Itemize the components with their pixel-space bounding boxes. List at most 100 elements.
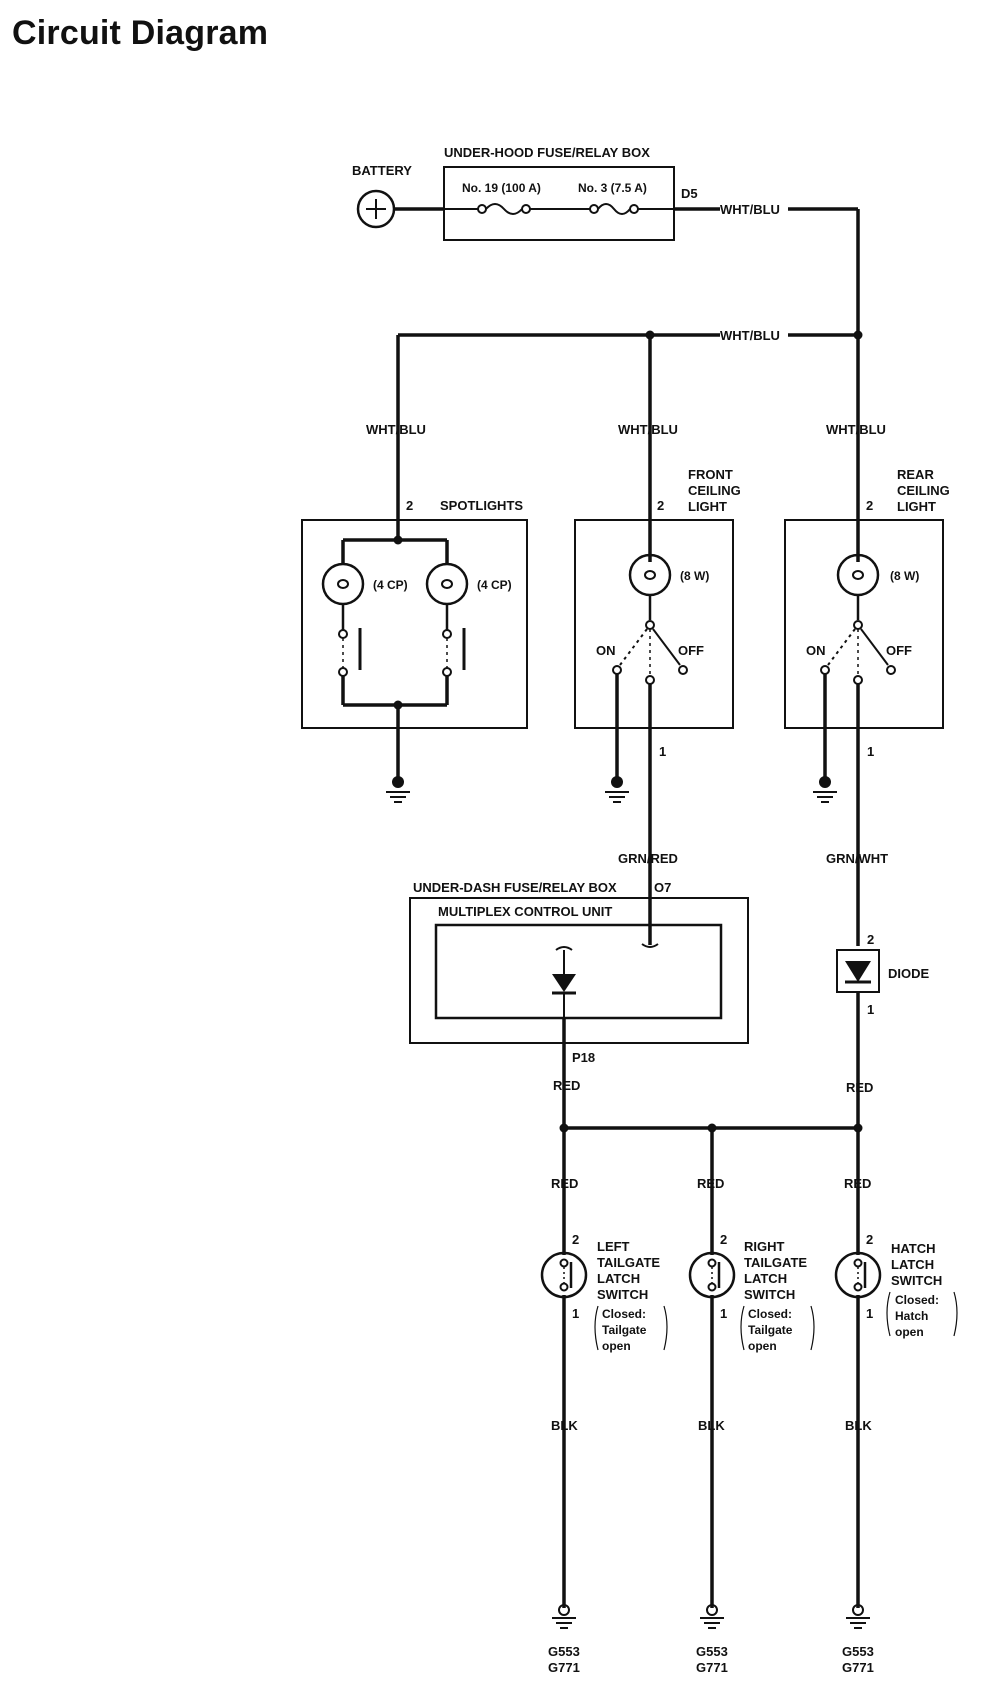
under-dash-box-label: UNDER-DASH FUSE/RELAY BOX: [413, 880, 617, 895]
fuse-3-icon: [597, 203, 631, 215]
terminal-p18: P18: [572, 1050, 595, 1065]
ground-icon: [386, 776, 410, 803]
ground-icon: [552, 1604, 576, 1629]
splice-dot: [645, 330, 655, 340]
fuse-19-icon: [485, 203, 523, 215]
wire-red-right: RED: [846, 1080, 873, 1095]
wire-blk-1: BLK: [551, 1418, 578, 1433]
sw2-note-3: open: [748, 1339, 777, 1353]
ground-icon: [813, 776, 837, 803]
spot-bulb-2: (4 CP): [477, 578, 512, 592]
sw2-pin-top: 2: [720, 1232, 727, 1247]
ground-2-a: G553: [696, 1644, 728, 1659]
spotlights-label: SPOTLIGHTS: [440, 498, 523, 513]
rear-light-label-1: REAR: [897, 467, 934, 482]
bulb-icon: [425, 562, 469, 606]
wire-grn-wht: GRN/WHT: [826, 851, 888, 866]
wire-red-left: RED: [553, 1078, 580, 1093]
wire-label-spot: WHT/BLU: [366, 422, 426, 437]
under-hood-fuse-box: [443, 166, 675, 241]
bulb-icon: [321, 562, 365, 606]
sw3-note-1: Closed:: [895, 1293, 939, 1307]
sw2-note-1: Closed:: [748, 1307, 792, 1321]
wire-label-top: WHT/BLU: [720, 202, 780, 217]
sw1-pin-top: 2: [572, 1232, 579, 1247]
sw2-pin-bot: 1: [720, 1306, 727, 1321]
sw3-label-3: SWITCH: [891, 1273, 942, 1288]
wire-grn-red: GRN/RED: [618, 851, 678, 866]
terminal-o7: O7: [654, 880, 671, 895]
sw2-label-2: TAILGATE: [744, 1255, 807, 1270]
front-pin-bot: 1: [659, 744, 666, 759]
rear-light-label-2: CEILING: [897, 483, 950, 498]
splice-dot: [559, 1123, 569, 1133]
ground-2-b: G771: [696, 1660, 728, 1675]
hatch-latch-switch: [834, 1251, 882, 1299]
fuse-3-label: No. 3 (7.5 A): [578, 181, 647, 195]
ground-1-a: G553: [548, 1644, 580, 1659]
rear-off: OFF: [886, 643, 912, 658]
diode-pin-bot: 1: [867, 1002, 874, 1017]
front-ceiling-light: [574, 519, 734, 945]
wire-blk-3: BLK: [845, 1418, 872, 1433]
mcu-label: MULTIPLEX CONTROL UNIT: [438, 904, 612, 919]
wire-red-sw3: RED: [844, 1176, 871, 1191]
sw1-note-3: open: [602, 1339, 631, 1353]
rear-on: ON: [806, 643, 826, 658]
sw2-label-1: RIGHT: [744, 1239, 785, 1254]
sw2-note-2: Tailgate: [748, 1323, 793, 1337]
front-light-label-2: CEILING: [688, 483, 741, 498]
ground-3-b: G771: [842, 1660, 874, 1675]
front-on: ON: [596, 643, 616, 658]
battery-label: BATTERY: [352, 163, 412, 178]
sw1-note-1: Closed:: [602, 1307, 646, 1321]
front-bulb: (8 W): [680, 569, 709, 583]
wire-red-sw2: RED: [697, 1176, 724, 1191]
ground-3-a: G553: [842, 1644, 874, 1659]
splice-dot: [707, 1123, 717, 1133]
wire-blk-2: BLK: [698, 1418, 725, 1433]
splice-dot: [853, 330, 863, 340]
front-off: OFF: [678, 643, 704, 658]
rear-light-label-3: LIGHT: [897, 499, 936, 514]
wire-label-front: WHT/BLU: [618, 422, 678, 437]
ground-icon: [700, 1604, 724, 1629]
terminal-d5: D5: [681, 186, 698, 201]
sw1-note-2: Tailgate: [602, 1323, 647, 1337]
ground-icon: [846, 1604, 870, 1629]
sw3-label-2: LATCH: [891, 1257, 934, 1272]
ground-1-b: G771: [548, 1660, 580, 1675]
sw1-label-1: LEFT: [597, 1239, 630, 1254]
power-feed-wires: [396, 207, 860, 562]
sw2-label-3: LATCH: [744, 1271, 787, 1286]
fuse-19-label: No. 19 (100 A): [462, 181, 541, 195]
sw3-pin-top: 2: [866, 1232, 873, 1247]
under-dash-fuse-box: [409, 897, 749, 1044]
sw1-pin-bot: 1: [572, 1306, 579, 1321]
rear-bulb: (8 W): [890, 569, 919, 583]
switch-icon: [834, 1251, 882, 1299]
ground-icon: [605, 776, 629, 803]
spot-bulb-1: (4 CP): [373, 578, 408, 592]
rear-pin-top: 2: [866, 498, 873, 513]
battery: [356, 189, 444, 229]
sw3-pin-bot: 1: [866, 1306, 873, 1321]
front-light-label-3: LIGHT: [688, 499, 727, 514]
spotlights-unit: [301, 519, 528, 782]
sw2-label-4: SWITCH: [744, 1287, 795, 1302]
under-hood-box-label: UNDER-HOOD FUSE/RELAY BOX: [444, 145, 650, 160]
wire-red-sw1: RED: [551, 1176, 578, 1191]
sw3-label-1: HATCH: [891, 1241, 936, 1256]
wire-label-rear: WHT/BLU: [826, 422, 886, 437]
front-light-label-1: FRONT: [688, 467, 733, 482]
wire-label-bus: WHT/BLU: [720, 328, 780, 343]
page-title: Circuit Diagram: [12, 14, 269, 52]
right-tailgate-latch-switch: [688, 1251, 736, 1299]
diode-icon: [552, 974, 576, 992]
spot-pin: 2: [406, 498, 413, 513]
switch-icon: [540, 1251, 588, 1299]
rear-ceiling-light: [784, 519, 944, 946]
splice-dot: [853, 1123, 863, 1133]
sw1-label-2: TAILGATE: [597, 1255, 660, 1270]
